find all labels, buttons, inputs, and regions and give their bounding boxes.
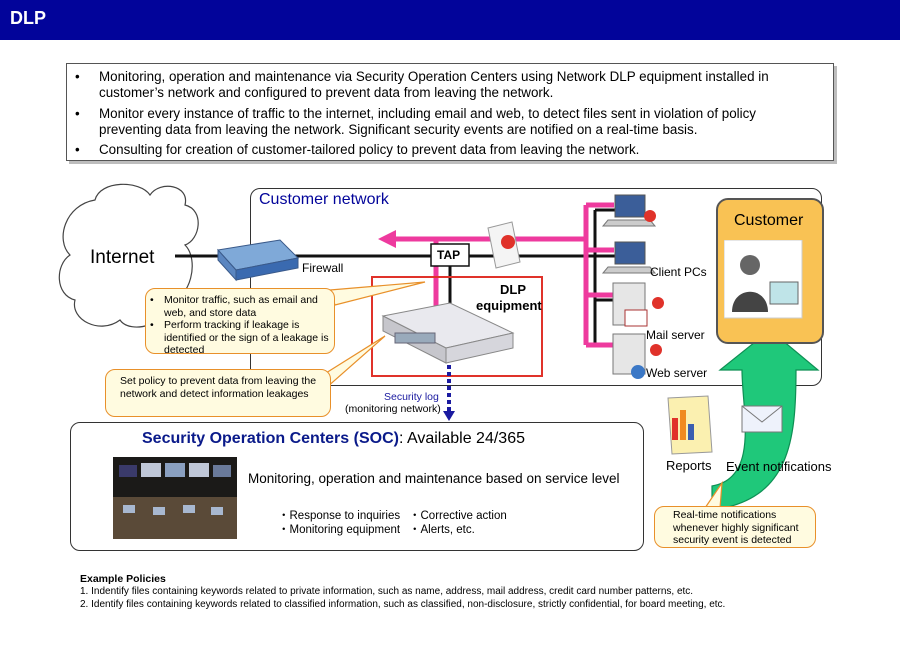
soc-item: ・Monitoring equipment [278, 524, 401, 536]
firewall-icon [217, 239, 300, 282]
reports-icon [667, 395, 713, 455]
reports-label: Reports [666, 458, 712, 473]
web-server-icon [612, 333, 662, 379]
soc-subtitle: Monitoring, operation and maintenance ba… [248, 471, 620, 486]
soc-photo-image [113, 457, 237, 539]
header-bar [0, 0, 900, 40]
page-title: DLP [10, 8, 46, 28]
example-item: 1. Indentify files containing keywords r… [80, 586, 694, 597]
pink-arrow-left-icon [378, 230, 396, 248]
security-log-arrow-icon [443, 411, 455, 421]
callout-monitor-item: Perform tracking if leakage is identifie… [164, 319, 329, 356]
soc-title: Security Operation Centers (SOC) [142, 430, 399, 447]
callout-monitor-item: Monitor traffic, such as email and web, … [164, 294, 318, 319]
dlp-appliance-icon [381, 302, 515, 364]
dlp-label-line2: equipment [476, 298, 542, 313]
soc-item: ・Alerts, etc. [409, 524, 475, 536]
internet-label: Internet [90, 247, 155, 268]
client-pcs-label: Client PCs [650, 265, 707, 279]
examples-heading: Example Policies [80, 573, 166, 585]
callout-monitor: •Monitor traffic, such as email and web,… [145, 288, 335, 356]
firewall-label: Firewall [302, 261, 344, 275]
dlp-box [371, 276, 543, 377]
mail-server-icon [612, 282, 664, 327]
tap-box [430, 243, 470, 267]
customer-person-icon [724, 240, 803, 319]
dlp-label-line1: DLP [500, 282, 526, 297]
document-alert-icon [487, 221, 521, 269]
monitoring-network-label: (monitoring network) [345, 403, 441, 415]
soc-items-col1: ・Response to inquiries ・Monitoring equip… [278, 509, 400, 537]
callout-policy-text: Set policy to prevent data from leaving … [120, 375, 317, 400]
client-pc-icon [601, 194, 657, 227]
envelope-icon [741, 405, 783, 433]
security-log-label: Security log [384, 391, 439, 403]
tap-label: TAP [437, 248, 461, 262]
customer-label: Customer [734, 212, 804, 229]
soc-availability: : Available 24/365 [398, 430, 525, 447]
realtime-notice-text: Real-time notifications whenever highly … [673, 509, 799, 546]
client-pc-icon [601, 241, 657, 274]
web-server-label: Web server [646, 366, 708, 380]
mail-server-label: Mail server [646, 328, 705, 342]
summary-bullets: •Monitoring, operation and maintenance v… [66, 63, 834, 161]
event-notifications-label: Event notifications [726, 459, 832, 474]
example-item: 2. Identify files containing keywords re… [80, 599, 726, 610]
realtime-notice: Real-time notifications whenever highly … [654, 506, 816, 548]
callout-policy: Set policy to prevent data from leaving … [105, 369, 331, 417]
soc-items-col2: ・Corrective action ・Alerts, etc. [409, 509, 507, 537]
soc-item: ・Response to inquiries [278, 510, 401, 522]
soc-item: ・Corrective action [409, 510, 507, 522]
customer-network-label: Customer network [259, 191, 389, 208]
soc-heading: Security Operation Centers (SOC): Availa… [142, 430, 525, 448]
